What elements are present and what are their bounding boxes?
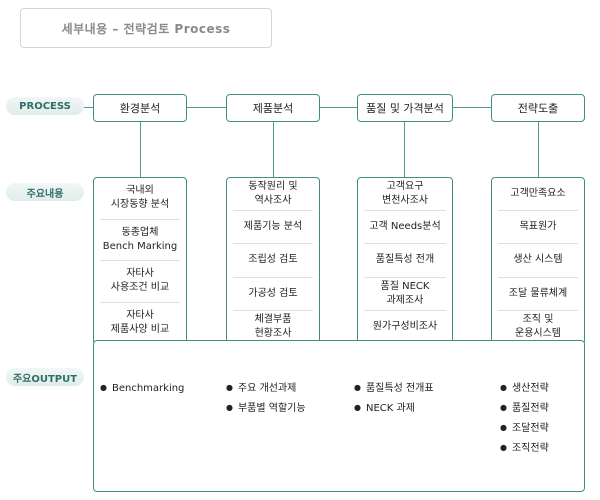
output-item: Benchmarking	[100, 379, 184, 399]
output-list-product: 주요 개선과제 부품별 역할기능	[226, 379, 306, 419]
process-box-quality-price: 품질 및 가격분석	[357, 94, 453, 122]
lane-label-process: PROCESS	[6, 97, 84, 115]
process-box-strategy: 전략도출	[491, 94, 585, 122]
diagram-title: 세부내용 – 전략검토 Process	[20, 8, 272, 48]
content-item: 가공성 검토	[233, 278, 313, 311]
connector-4	[538, 122, 539, 178]
content-column-environment: 국내외 시장동향 분석 동종업체 Bench Marking 자타사 사용조건 …	[93, 177, 187, 345]
content-item: 제품기능 분석	[233, 211, 313, 245]
connector-1	[140, 122, 141, 178]
output-list-strategy: 생산전략 품질전략 조달전략 조직전략	[500, 379, 549, 459]
output-item: 조직전략	[500, 439, 549, 459]
connector-3	[404, 122, 405, 178]
output-box: Benchmarking 주요 개선과제 부품별 역할기능 품질특성 전개표 N…	[93, 340, 585, 492]
content-item: 자타사 제품사양 비교	[110, 310, 170, 336]
lane-label-output: 주요OUTPUT	[6, 368, 84, 386]
content-item: 체결부품 현황조사	[254, 314, 292, 340]
output-list-quality-price: 품질특성 전개표 NECK 과제	[354, 379, 434, 419]
process-box-environment: 환경분석	[93, 94, 187, 122]
content-item: 국내외 시장동향 분석	[100, 178, 180, 220]
output-item: 품질전략	[500, 399, 549, 419]
content-item: 조립성 검토	[233, 244, 313, 278]
content-item: 고객 Needs분석	[364, 211, 446, 245]
output-item: 조달전략	[500, 419, 549, 439]
content-item: 품질특성 전개	[364, 244, 446, 278]
process-box-product: 제품분석	[226, 94, 320, 122]
content-column-strategy: 고객만족요소 목표원가 생산 시스템 조달 물류체계 조직 및 운용시스템	[491, 177, 585, 345]
lane-label-content: 주요내용	[6, 183, 84, 201]
content-item: 생산 시스템	[498, 244, 578, 278]
content-item: 원가구성비조사	[372, 321, 438, 333]
output-item: 생산전략	[500, 379, 549, 399]
output-item: 품질특성 전개표	[354, 379, 434, 399]
process-connector-line	[84, 107, 584, 108]
content-column-quality-price: 고객요구 변천사조사 고객 Needs분석 품질특성 전개 품질 NECK 과제…	[357, 177, 453, 345]
content-item: 품질 NECK 과제조사	[364, 278, 446, 311]
output-item: NECK 과제	[354, 399, 434, 419]
content-item: 동작원리 및 역사조사	[233, 178, 313, 212]
content-item: 고객요구 변천사조사	[364, 178, 446, 212]
content-item: 고객만족요소	[498, 178, 578, 212]
output-item: 주요 개선과제	[226, 379, 306, 399]
content-item: 조직 및 운용시스템	[515, 314, 561, 340]
content-item: 목표원가	[498, 211, 578, 245]
output-list-environment: Benchmarking	[100, 379, 184, 399]
output-item: 부품별 역할기능	[226, 399, 306, 419]
content-item: 자타사 사용조건 비교	[100, 261, 180, 303]
content-column-product: 동작원리 및 역사조사 제품기능 분석 조립성 검토 가공성 검토 체결부품 현…	[226, 177, 320, 345]
connector-2	[273, 122, 274, 178]
content-item: 동종업체 Bench Marking	[100, 220, 180, 261]
content-item: 조달 물류체계	[498, 278, 578, 311]
